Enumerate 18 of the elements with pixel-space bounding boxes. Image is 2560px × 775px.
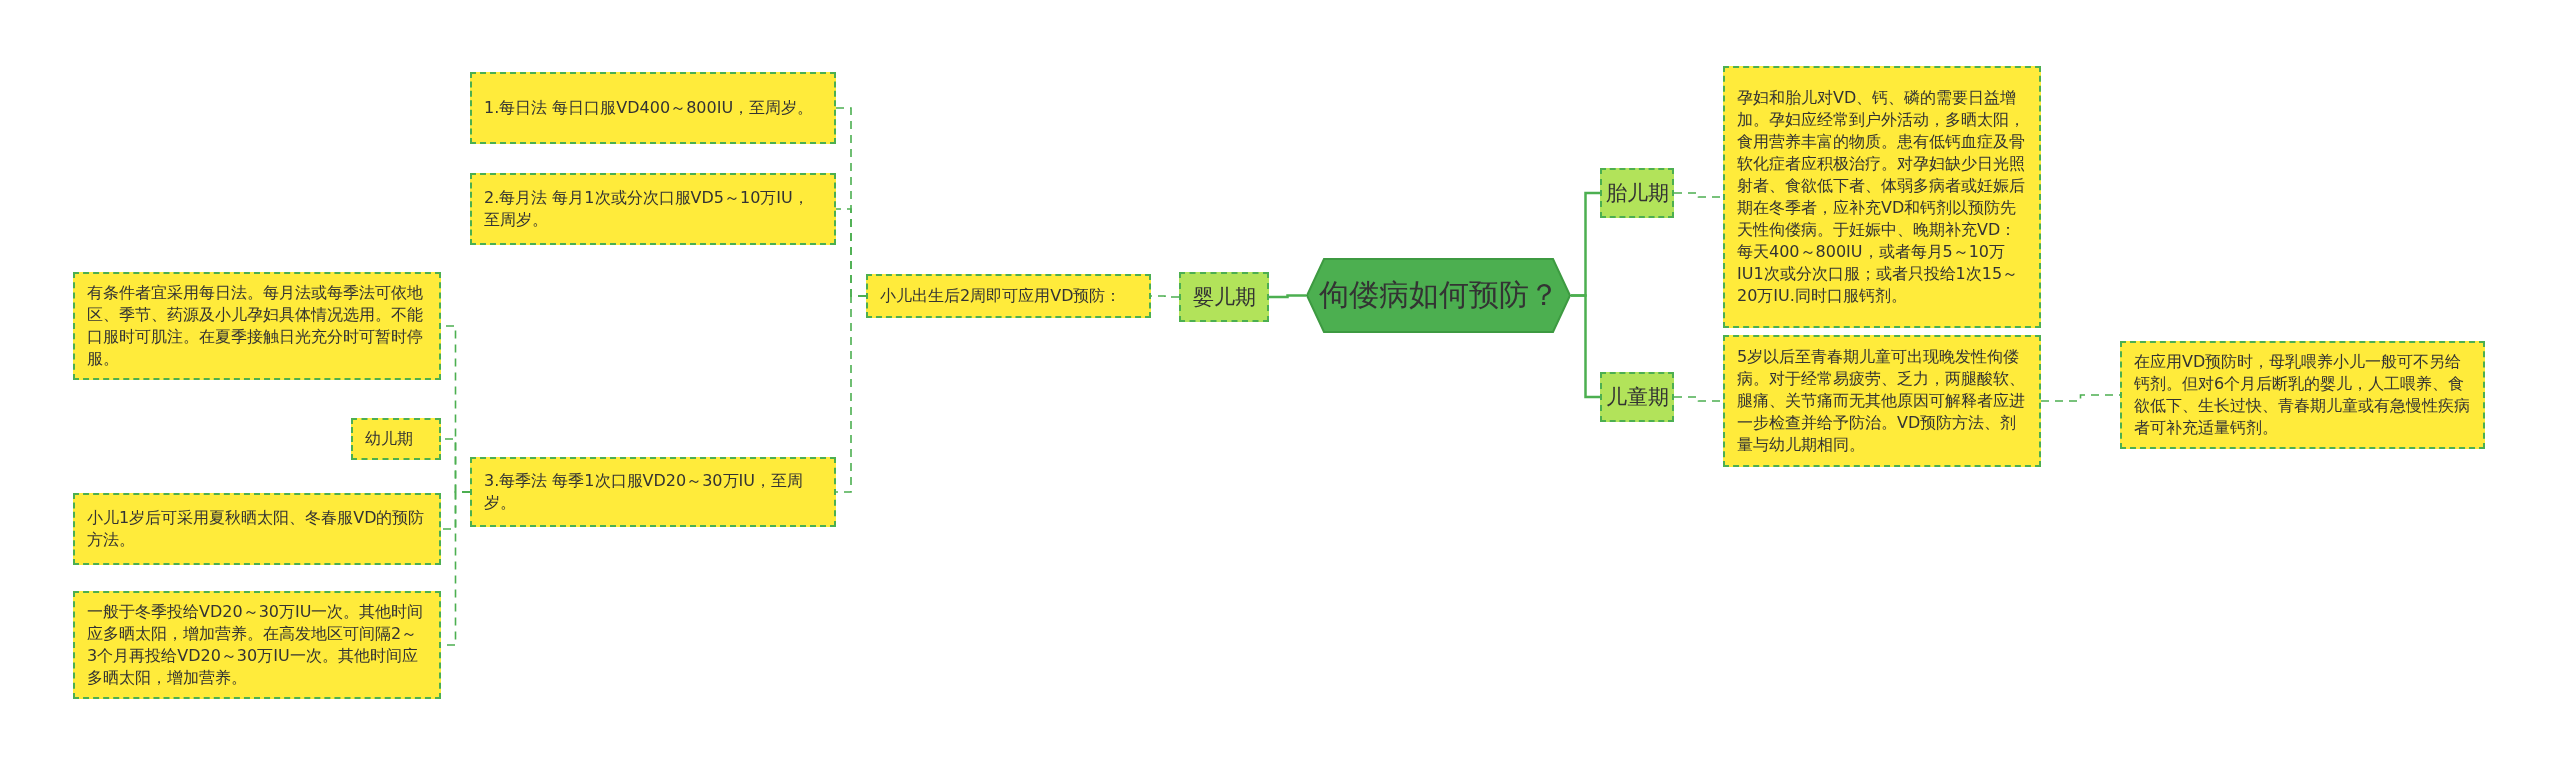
connector-line: [1269, 294, 1306, 299]
branch-box: 儿童期: [1600, 372, 1674, 422]
note-box: 5岁以后至青春期儿童可出现晚发性佝偻病。对于经常易疲劳、乏力，两腿酸软、腿痛、关节痛而无其他原因可解释者应进一步检查并给予防治。VD预防方法、剂量与幼儿期相同。: [1723, 335, 2041, 467]
branch-box: 胎儿期: [1600, 168, 1674, 218]
note-box: 一般于冬季投给VD20～30万IU一次。其他时间应多晒太阳，增加营养。在高发地区可间隔2～3个月再投给VD20～30万IU一次。其他时间应多晒太阳，增加营养。: [73, 591, 441, 699]
note-box: 有条件者宜采用每日法。每月法或每季法可依地区、季节、药源及小儿孕妇具体情况选用。不能口服时可肌注。在夏季接触日光充分时可暂时停服。: [73, 272, 441, 380]
note-box: 在应用VD预防时，母乳喂养小儿一般可不另给钙剂。但对6个月后断乳的婴儿，人工喂养、食欲低下、生长过快、青春期儿童或有急慢性疾病者可补充适量钙剂。: [2120, 341, 2485, 449]
note-box: 2.每月法 每月1次或分次口服VD5～10万IU，至周岁。: [470, 173, 836, 245]
note-box: 小儿1岁后可采用夏秋晒太阳、冬春服VD的预防方法。: [73, 493, 441, 565]
note-box: 3.每季法 每季1次口服VD20～30万IU，至周岁。: [470, 457, 836, 527]
note-box: 小儿出生后2周即可应用VD预防：: [866, 274, 1151, 318]
connector-line: [1571, 294, 1600, 399]
note-box: 孕妇和胎儿对VD、钙、磷的需要日益增加。孕妇应经常到户外活动，多晒太阳，食用营养丰富的物质。患有低钙血症及骨软化症者应积极治疗。对孕妇缺少日光照射者、食欲低下者、体弱多病者或妊娠后期在冬季者，应补充VD和钙剂以预防先天性佝偻病。于妊娠中、晚期补充VD：每天400～800IU，或者每月5～10万IU1次或分次口服；或者只投给1次15～20万IU.同时口服钙剂。: [1723, 66, 2041, 328]
connector-line: [835, 295, 867, 493]
topic-hexagon: 佝偻病如何预防？: [1306, 258, 1571, 333]
note-box: 1.每日法 每日口服VD400～800IU，至周岁。: [470, 72, 836, 144]
branch-box: 婴儿期: [1179, 272, 1269, 322]
note-box: 幼儿期: [351, 418, 441, 460]
